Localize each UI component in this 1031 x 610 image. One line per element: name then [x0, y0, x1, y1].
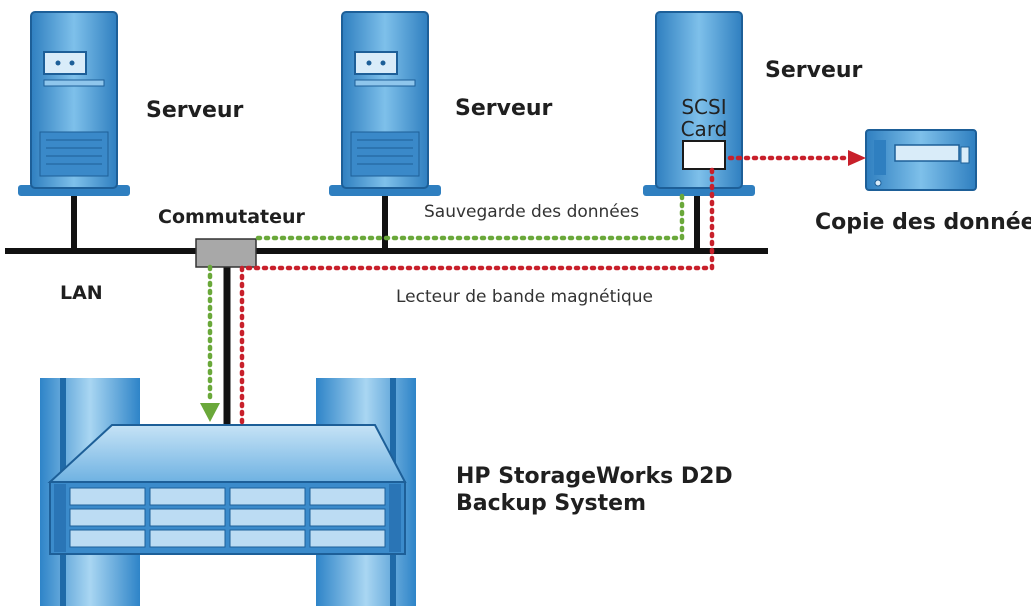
backup-data-path: [207, 193, 685, 406]
scsi-card-label-line1: SCSI: [681, 95, 727, 119]
tape-data-path: [239, 155, 851, 428]
lan-label: LAN: [60, 282, 103, 304]
server-tower-1: [18, 11, 130, 196]
server-tower-2: [329, 11, 441, 196]
d2d-label-line1: HP StorageWorks D2D: [456, 464, 733, 489]
network-switch: [195, 238, 257, 268]
scsi-card: [682, 140, 726, 170]
tape-arrowhead: [848, 150, 866, 166]
tape-flow-label: Lecteur de bande magnétique: [396, 287, 653, 307]
server-label-2: Serveur: [455, 96, 553, 121]
server-tower-3: [643, 11, 755, 196]
server-label-1: Serveur: [146, 98, 244, 123]
server-label-3: Serveur: [765, 58, 863, 83]
tape-drive: [865, 129, 977, 191]
d2d-label-line2: Backup System: [456, 491, 646, 516]
d2d-backup-appliance: [47, 424, 407, 555]
switch-label: Commutateur: [158, 206, 305, 228]
copy-label: Copie des données: [815, 210, 1031, 235]
backup-flow-label: Sauvegarde des données: [424, 202, 640, 222]
backup-arrowhead: [200, 403, 220, 422]
scsi-card-label-line2: Card: [680, 117, 728, 141]
